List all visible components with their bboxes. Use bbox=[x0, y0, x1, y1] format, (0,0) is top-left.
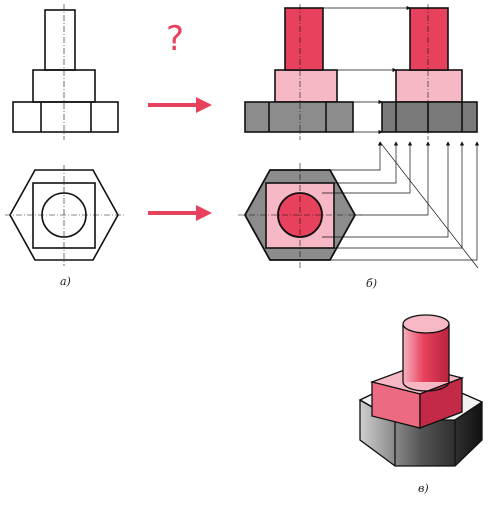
label-b: б) bbox=[366, 277, 377, 290]
right-arrow-icon bbox=[148, 97, 212, 113]
question-mark-icon: ? bbox=[166, 19, 184, 59]
right-arrow-icon bbox=[148, 205, 212, 221]
view-b-front bbox=[244, 4, 354, 140]
projection-lines-horizontal bbox=[323, 5, 411, 135]
label-a: а) bbox=[60, 275, 71, 288]
isometric-bolt bbox=[358, 314, 484, 467]
view-b-top bbox=[238, 163, 362, 268]
label-v: в) bbox=[418, 482, 429, 495]
projection-lines-miter bbox=[322, 141, 480, 269]
view-a-front bbox=[12, 4, 119, 140]
view-b-side bbox=[381, 4, 478, 140]
view-a-top bbox=[5, 165, 124, 266]
